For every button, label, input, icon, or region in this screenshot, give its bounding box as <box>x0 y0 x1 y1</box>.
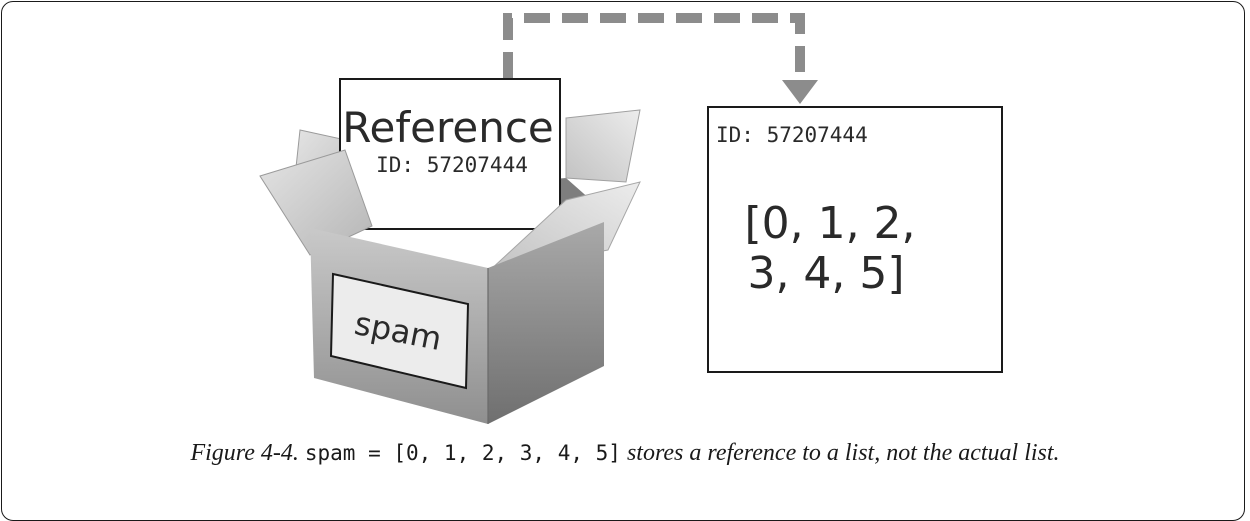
variable-box: Reference ID: 57207444 spam <box>259 78 641 424</box>
list-id: ID: 57207444 <box>716 123 868 147</box>
caption-code: spam = [0, 1, 2, 3, 4, 5] <box>304 441 621 465</box>
caption-text: stores a reference to a list, not the ac… <box>626 440 1060 466</box>
reference-arrow <box>503 13 818 104</box>
reference-id: ID: 57207444 <box>376 153 528 177</box>
reference-title: Reference <box>342 103 554 152</box>
figure-caption: Figure 4-4. spam = [0, 1, 2, 3, 4, 5] st… <box>0 440 1250 467</box>
list-object-card: ID: 57207444 [0, 1, 2, 3, 4, 5] <box>707 106 1003 373</box>
box-label: spam <box>329 272 470 390</box>
arrowhead-icon <box>782 80 818 104</box>
caption-label: Figure 4-4. <box>190 440 299 466</box>
list-values-line1: [0, 1, 2, <box>744 198 915 249</box>
reference-card: Reference ID: 57207444 <box>339 78 561 230</box>
list-values-line2: 3, 4, 5] <box>747 248 904 299</box>
reference-diagram: Reference ID: 57207444 spam ID: 57207444… <box>259 13 1003 424</box>
